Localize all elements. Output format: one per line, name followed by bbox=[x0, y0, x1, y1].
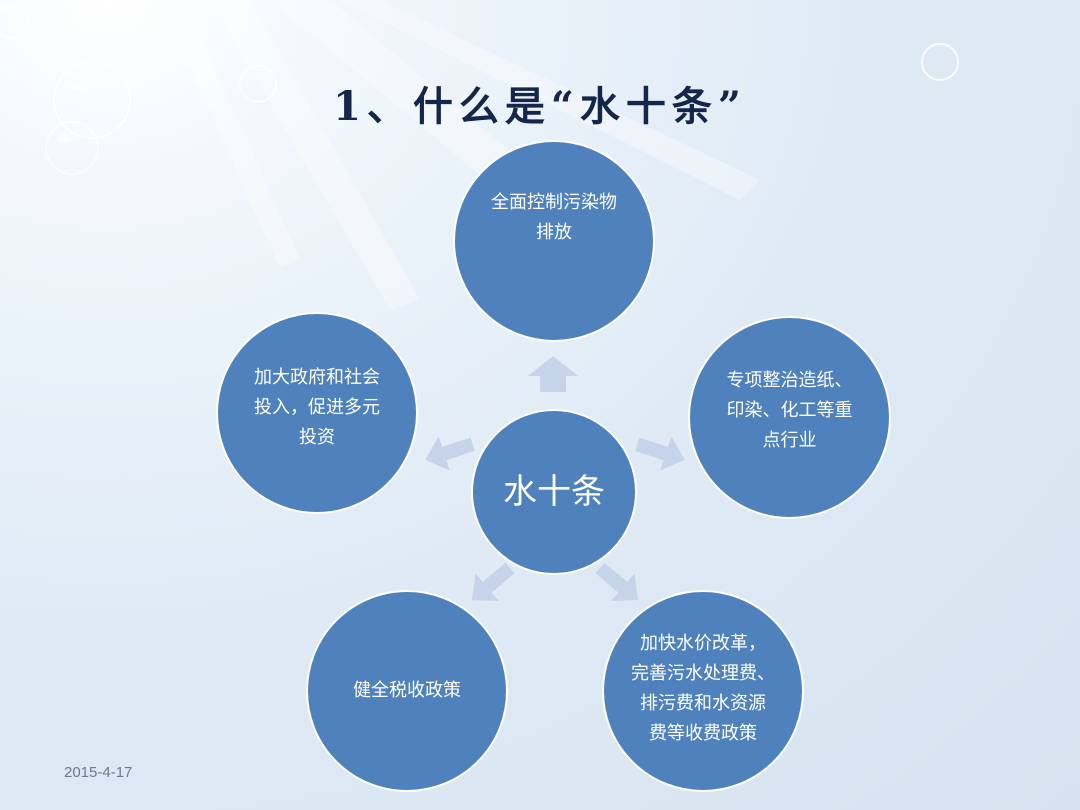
node-investment: 加大政府和社会 投入，促进多元 投资 bbox=[216, 312, 418, 514]
node-center: 水十条 bbox=[471, 409, 637, 575]
center-label: 水十条 bbox=[503, 472, 605, 512]
node-label: 健全税收政策 bbox=[353, 680, 461, 701]
slide-date: 2015-4-17 bbox=[64, 764, 133, 781]
node-label: 全面控制污染物 排放 bbox=[491, 192, 617, 243]
arrow-up-icon bbox=[528, 356, 578, 392]
node-label: 加快水价改革， 完善污水处理费、 排污费和水资源 费等收费政策 bbox=[631, 633, 775, 744]
arrow-down-left-icon bbox=[471, 562, 515, 602]
arrow-right-icon bbox=[635, 436, 685, 471]
arrow-left-icon bbox=[425, 436, 475, 471]
node-pollutant-control: 全面控制污染物 排放 bbox=[453, 140, 655, 342]
node-water-pricing: 加快水价改革， 完善污水处理费、 排污费和水资源 费等收费政策 bbox=[602, 590, 804, 792]
node-key-industries: 专项整治造纸、 印染、化工等重 点行业 bbox=[688, 316, 891, 519]
arrow-down-right-icon bbox=[595, 562, 639, 602]
node-tax-policy: 健全税收政策 bbox=[306, 590, 508, 792]
node-label: 加大政府和社会 投入，促进多元 投资 bbox=[254, 367, 380, 448]
node-label: 专项整治造纸、 印染、化工等重 点行业 bbox=[726, 369, 853, 451]
slide-title: 1、什么是“水十条” bbox=[333, 83, 747, 130]
